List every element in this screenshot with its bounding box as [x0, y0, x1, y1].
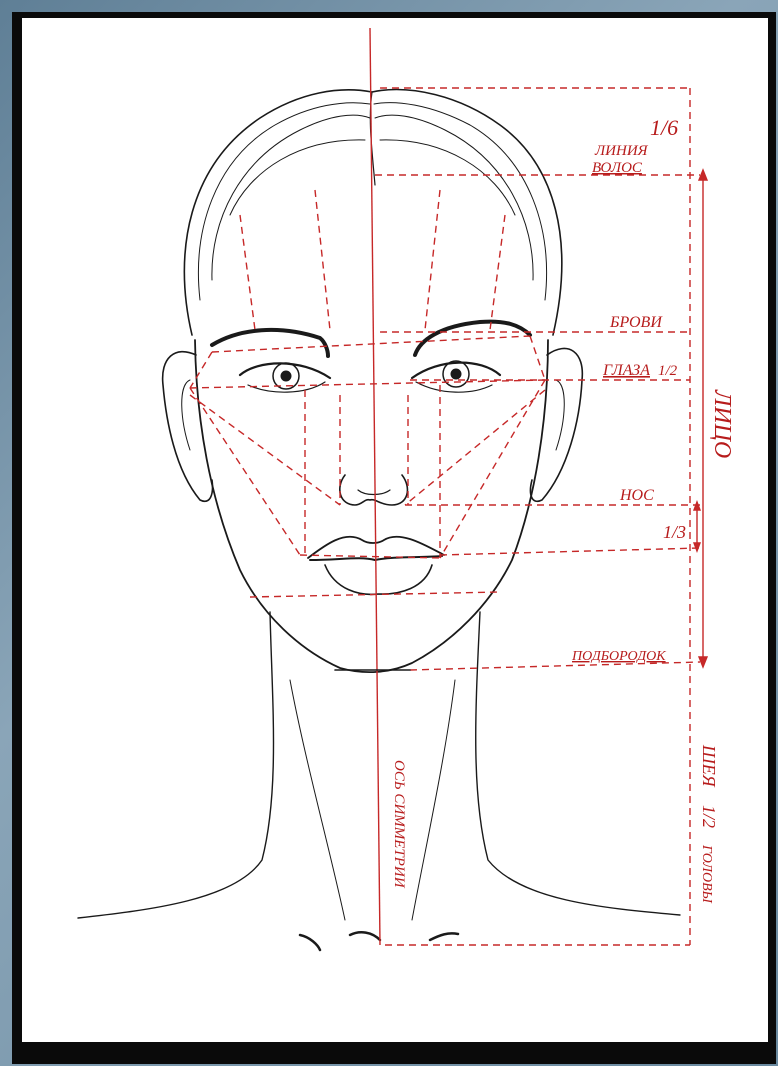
neck-suffix-label: ГОЛОВЫ	[699, 844, 714, 904]
nose	[340, 475, 408, 505]
chin-label: ПОДБОРОДОК	[571, 649, 666, 664]
left-ear	[163, 352, 213, 502]
right-ear	[530, 348, 582, 501]
third-rail-bottom-arrow	[694, 543, 700, 551]
nose-tip	[358, 490, 390, 495]
eyes-label: ГЛАЗА	[602, 362, 650, 379]
collarbone-right	[430, 933, 458, 940]
lower-lip	[325, 565, 432, 594]
one-sixth-label: 1/6	[650, 115, 678, 140]
face-rail-top-arrow	[699, 170, 707, 180]
labels: 1/6 ЛИНИЯ ВОЛОС БРОВИ ГЛАЗА 1/2 НОС 1/3 …	[391, 115, 735, 904]
nose-label: НОС	[619, 487, 654, 504]
symmetry-axis-line	[370, 28, 380, 945]
face-rail-bottom-arrow	[699, 657, 707, 667]
hair-strand	[374, 103, 547, 300]
face-label: ЛИЦО	[709, 389, 735, 458]
right-eyebrow	[415, 322, 530, 355]
neck-left	[78, 612, 274, 918]
neck-label: ШЕЯ	[699, 744, 719, 788]
hairline-label-line1: ЛИНИЯ	[594, 143, 649, 159]
hair-strand	[230, 140, 365, 215]
left-eye-lower	[248, 382, 325, 392]
neck-line	[412, 680, 455, 920]
third-rail-top-arrow	[694, 502, 700, 510]
hairline-label-line2: ВОЛОС	[592, 160, 643, 176]
hair-strand	[198, 103, 370, 300]
right-ear-inner	[556, 380, 564, 450]
left-eyebrow	[212, 330, 328, 356]
jaw-guide	[250, 592, 500, 597]
neck-line	[290, 680, 345, 920]
left-ear-inner	[182, 380, 190, 450]
construction-lines	[190, 190, 545, 558]
right-pupil	[451, 369, 461, 379]
hair-strand	[380, 140, 515, 215]
symmetry-axis-label: ОСЬ СИММЕТРИИ	[391, 760, 407, 889]
face-outline	[195, 340, 548, 672]
eyes-fraction-label: 1/2	[658, 363, 678, 379]
collarbone-mid	[350, 932, 380, 940]
brows-label: БРОВИ	[609, 314, 663, 331]
neck-label-group: ШЕЯ 1/2 ГОЛОВЫ	[699, 744, 719, 904]
mouth-guide	[440, 548, 700, 555]
collarbone-left	[300, 935, 320, 950]
one-third-label: 1/3	[663, 522, 686, 542]
neck-fraction-label: 1/2	[699, 805, 719, 828]
left-pupil	[281, 371, 291, 381]
